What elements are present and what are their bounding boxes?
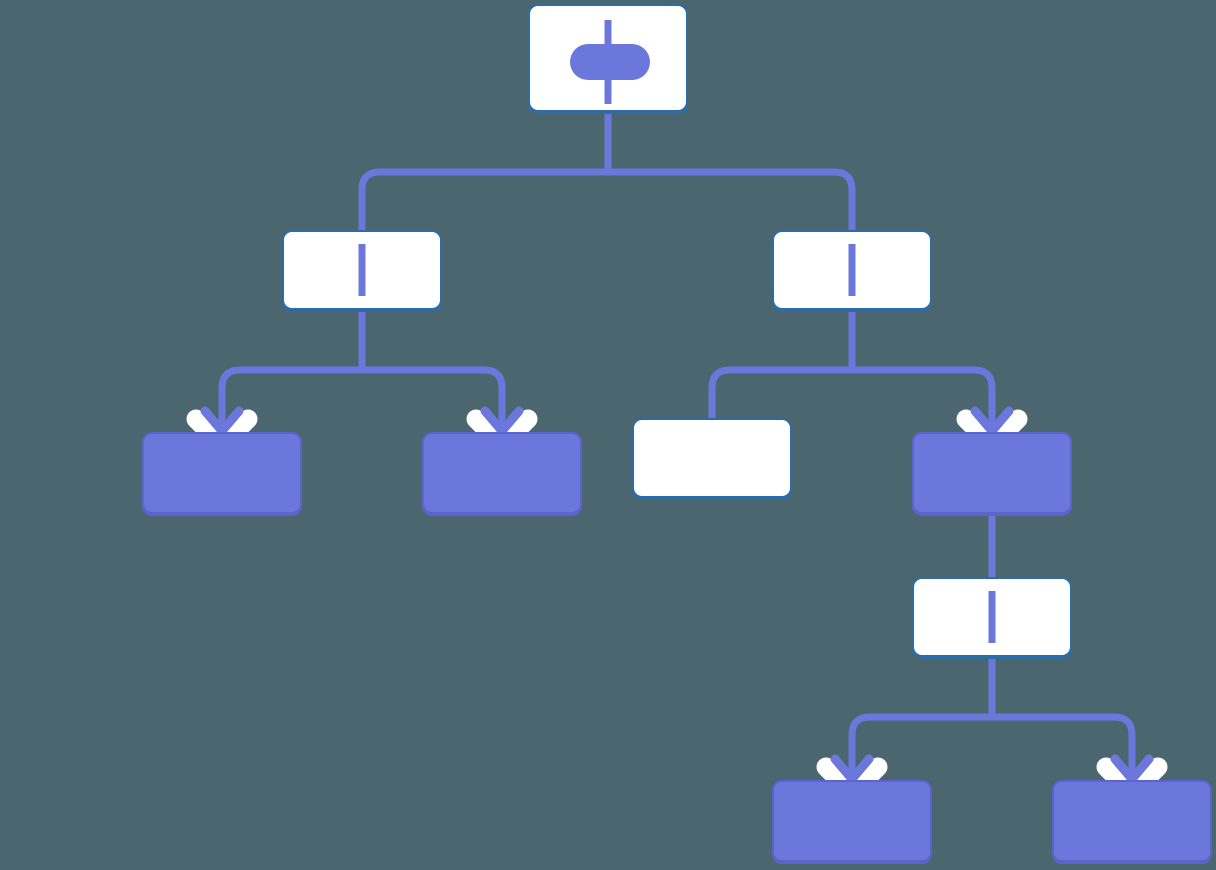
node-n-r2a[interactable] — [632, 418, 792, 498]
node-n-l2a[interactable] — [142, 432, 302, 514]
node-n-r4b[interactable] — [1052, 780, 1212, 862]
node-n-r4a[interactable] — [772, 780, 932, 862]
node-n-l2b[interactable] — [422, 432, 582, 514]
node-root-pill-icon — [570, 44, 650, 80]
edge-n-l1-bus — [218, 318, 506, 432]
node-root[interactable] — [528, 4, 688, 112]
node-n-r2b[interactable] — [912, 432, 1072, 514]
node-n-r3[interactable] — [912, 577, 1072, 657]
node-n-r1[interactable] — [772, 230, 932, 310]
edge-n-r1-bus — [708, 318, 996, 432]
edge-n-r3-bus — [848, 665, 1136, 780]
node-n-l1[interactable] — [282, 230, 442, 310]
